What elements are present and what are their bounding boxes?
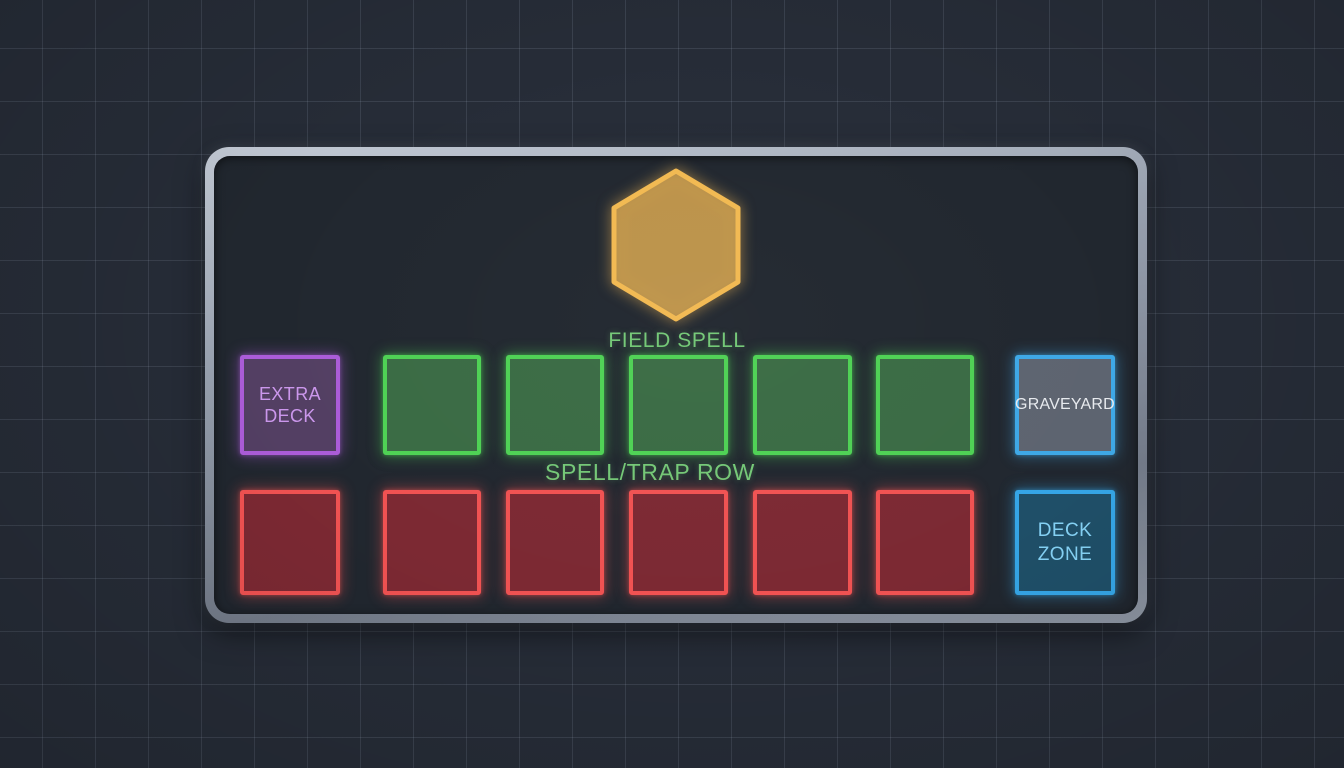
spell-trap-zone-3[interactable]: [506, 490, 604, 595]
monster-zone-1[interactable]: [383, 355, 481, 455]
monster-zone-2[interactable]: [506, 355, 604, 455]
graveyard-zone[interactable]: GRAVEYARD: [1015, 355, 1115, 455]
deck-zone-label: DECK ZONE: [1037, 519, 1093, 565]
field-spell-zone[interactable]: [608, 167, 744, 323]
extra-deck-label: EXTRA DECK: [258, 383, 321, 427]
spell-trap-zone-5[interactable]: [753, 490, 852, 595]
monster-zone-3[interactable]: [629, 355, 728, 455]
monster-zone-5[interactable]: [876, 355, 974, 455]
hexagon-icon: [611, 168, 741, 322]
spell-trap-zone-6[interactable]: [876, 490, 974, 595]
graveyard-label: GRAVEYARD: [1015, 396, 1115, 413]
monster-zone-4[interactable]: [753, 355, 852, 455]
field-spell-label: FIELD SPELL: [608, 329, 746, 352]
spell-trap-row-label: SPELL/TRAP ROW: [545, 459, 755, 485]
extra-deck-zone[interactable]: EXTRA DECK: [240, 355, 340, 455]
spell-trap-zone-1[interactable]: [240, 490, 340, 595]
spell-trap-zone-4[interactable]: [629, 490, 728, 595]
deck-zone[interactable]: DECK ZONE: [1015, 490, 1115, 595]
spell-trap-zone-2[interactable]: [383, 490, 481, 595]
